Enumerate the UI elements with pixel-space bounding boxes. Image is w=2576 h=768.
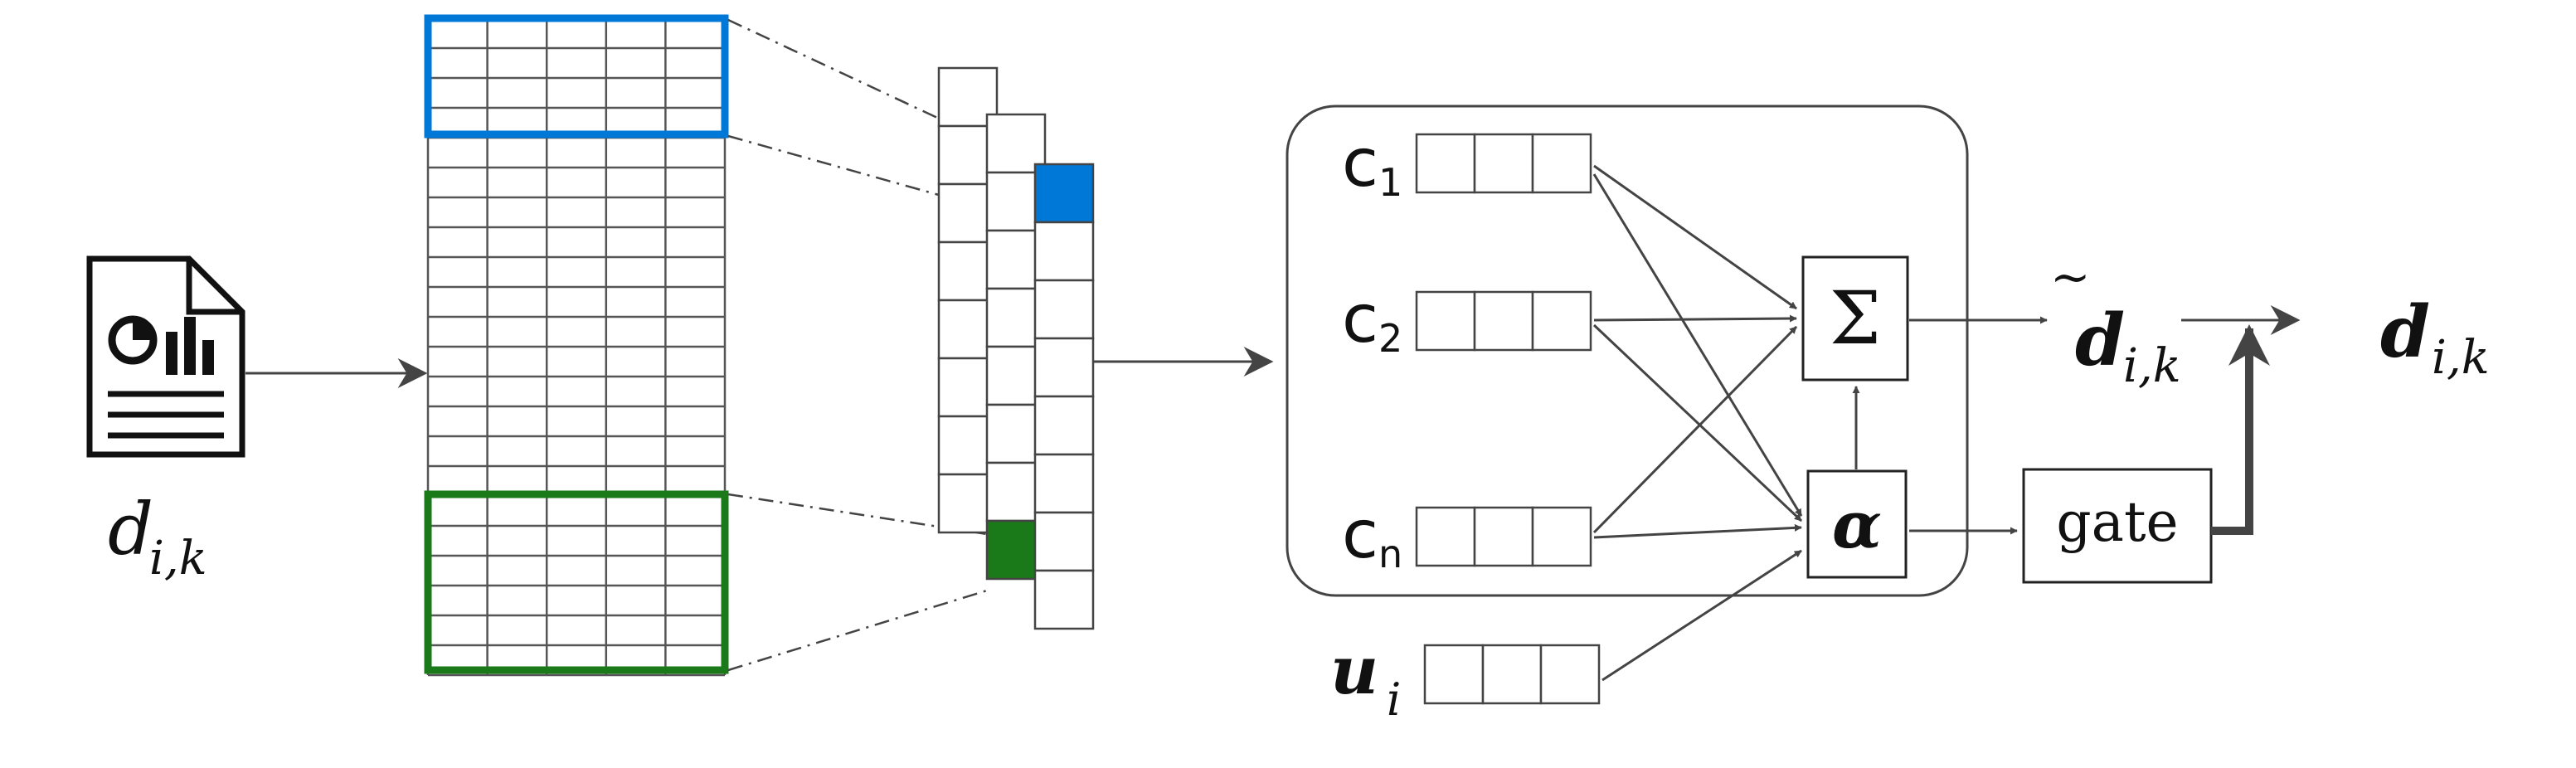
svg-text:α: α — [1832, 488, 1882, 563]
svg-text:~: ~ — [2050, 249, 2091, 305]
feature-cell — [1033, 337, 1095, 398]
feature-cell — [1033, 221, 1095, 282]
svg-text:u: u — [1330, 631, 1378, 709]
svg-text:i,k: i,k — [149, 532, 207, 586]
feature-cell — [985, 113, 1047, 174]
svg-text:1: 1 — [1378, 160, 1402, 205]
svg-text:i,k: i,k — [2123, 339, 2181, 393]
svg-text:c: c — [1342, 496, 1378, 573]
feature-cell — [1033, 569, 1095, 630]
svg-text:i: i — [1387, 673, 1401, 726]
document-label: d i,k — [108, 489, 207, 586]
svg-text:2: 2 — [1378, 316, 1402, 361]
svg-text:c: c — [1342, 124, 1378, 202]
feature-maps — [937, 66, 1095, 630]
attention-block — [1286, 105, 1969, 597]
feature-cell — [1033, 453, 1095, 514]
dtilde-label: ~ d i,k — [2050, 249, 2181, 393]
svg-text:d: d — [2380, 290, 2430, 374]
svg-text:Σ: Σ — [1830, 275, 1881, 361]
gate-output-arrow — [2211, 324, 2270, 535]
vector-c1: c 1 — [1342, 124, 1592, 205]
svg-text:d: d — [2075, 299, 2125, 382]
vector-c2: c 2 — [1342, 280, 1592, 361]
feature-cell — [1033, 279, 1095, 340]
gate-box: gate — [2022, 468, 2213, 584]
svg-text:n: n — [1378, 532, 1402, 576]
vector-cn: c n — [1342, 496, 1592, 576]
window-bottom — [424, 490, 729, 674]
vector-ui: u i — [1330, 631, 1601, 726]
feature-cell — [1033, 395, 1095, 456]
alpha-box: α — [1806, 469, 1908, 579]
document-chart-icon — [86, 255, 245, 458]
svg-text:c: c — [1342, 280, 1378, 357]
output-label: d i,k — [2380, 290, 2490, 385]
svg-text:i,k: i,k — [2432, 331, 2490, 385]
embedding-matrix — [426, 17, 727, 677]
attention-arrows — [1592, 164, 2048, 682]
sum-box: Σ — [1801, 255, 1909, 382]
feature-cell — [1033, 163, 1095, 224]
window-top — [424, 14, 729, 139]
svg-text:d: d — [108, 489, 153, 571]
svg-text:gate: gate — [2056, 490, 2178, 554]
feature-cell — [1033, 511, 1095, 572]
